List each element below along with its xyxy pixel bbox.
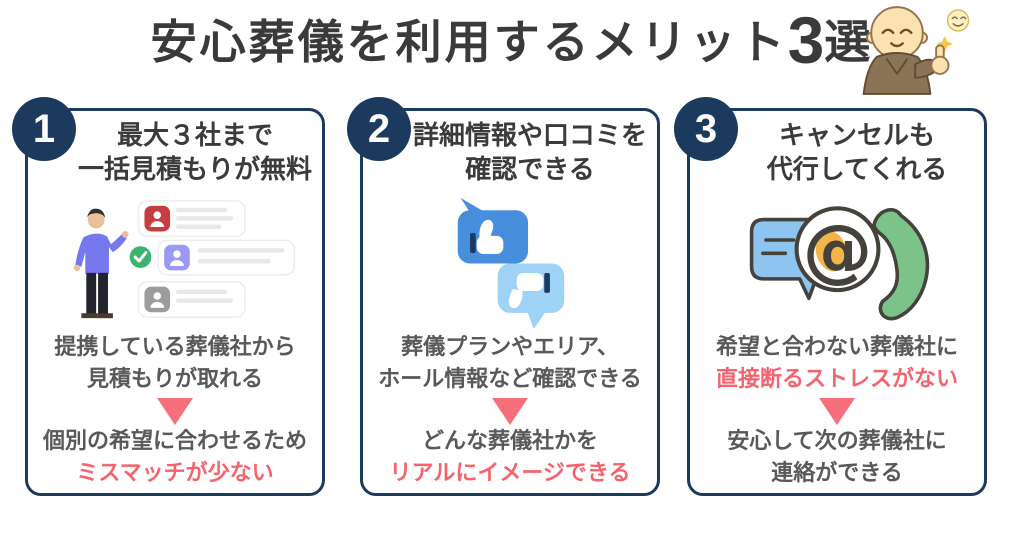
- card-description-bottom: 個別の希望に合わせるため ミスマッチが少ない: [28, 425, 322, 489]
- description-line: 見積もりが取れる: [86, 366, 263, 391]
- phone-handset-icon: [871, 207, 929, 320]
- thumbs-down-bubble-icon: [497, 262, 565, 329]
- smiley-face-icon: [946, 9, 970, 32]
- description-line: 提携している葬儀社から: [54, 334, 296, 359]
- card-description-top: 葬儀プランやエリア、 ホール情報など確認できる: [363, 331, 657, 395]
- card-description-top: 提携している葬儀社から 見積もりが取れる: [28, 331, 322, 395]
- description-line-highlight: ミスマッチが少ない: [76, 460, 274, 485]
- merit-card-3: 3 キャンセルも 代行してくれる @ 希望と合わない葬儀社に: [674, 97, 987, 496]
- card-heading: 最大３社まで 一括見積もりが無料: [74, 118, 316, 186]
- title-big-number: 3: [787, 3, 825, 77]
- person-figure: [73, 208, 129, 319]
- card-heading-line1: キャンセルも: [778, 120, 935, 150]
- sparkle-icon: [936, 35, 953, 53]
- card-heading-line1: 詳細情報や口コミを: [412, 120, 647, 150]
- description-line: どんな葬儀社かを: [421, 428, 598, 453]
- at-mark-icon: @: [794, 205, 880, 292]
- svg-text:@: @: [802, 209, 872, 290]
- card-number-badge: 3: [674, 97, 738, 161]
- monk-thumbs-up-mascot-icon: [856, 1, 980, 101]
- message-at-mark-phone-contact-icon: @: [690, 193, 984, 331]
- thumbs-up-bubble-icon: [457, 197, 529, 263]
- card-description-top: 希望と合わない葬儀社に 直接断るストレスがない: [690, 331, 984, 395]
- description-line: 安心して次の葬儀社に: [727, 428, 947, 453]
- card-description-bottom: 安心して次の葬儀社に 連絡ができる: [690, 425, 984, 489]
- thumbs-up-down-review-bubbles-icon: [363, 193, 657, 331]
- description-line: 連絡ができる: [771, 460, 903, 485]
- company-card-purple: [157, 239, 296, 276]
- down-arrow-icon: [819, 398, 855, 425]
- merit-card-2: 2 詳細情報や口コミを 確認できる: [347, 97, 660, 496]
- company-card-red: [137, 200, 246, 238]
- company-card-gray: [137, 280, 246, 318]
- down-arrow-icon: [492, 398, 528, 425]
- card-number-badge: 2: [347, 97, 411, 161]
- page-title: 安心葬儀を利用するメリット3選: [0, 4, 1024, 78]
- card-heading-line1: 最大３社まで: [116, 120, 273, 150]
- description-line: ホール情報など確認できる: [378, 366, 642, 391]
- card-number-badge: 1: [12, 97, 76, 161]
- card-heading-line2: 確認できる: [465, 154, 595, 184]
- card-heading: 詳細情報や口コミを 確認できる: [409, 118, 651, 186]
- down-arrow-icon: [157, 398, 193, 425]
- check-circle-icon: [129, 246, 152, 268]
- person-comparing-quotes-illustration: [28, 193, 322, 331]
- card-heading: キャンセルも 代行してくれる: [736, 118, 978, 186]
- card-heading-line2: 代行してくれる: [766, 154, 948, 184]
- description-line-highlight: リアルにイメージできる: [389, 460, 631, 485]
- description-line: 個別の希望に合わせるため: [42, 428, 307, 453]
- description-line-highlight: 直接断るストレスがない: [715, 366, 958, 391]
- card-description-bottom: どんな葬儀社かを リアルにイメージできる: [363, 425, 657, 489]
- merit-card-1: 1 最大３社まで 一括見積もりが無料: [12, 97, 325, 496]
- description-line: 希望と合わない葬儀社に: [715, 334, 958, 359]
- title-text-after: 選: [824, 16, 874, 68]
- card-heading-line2: 一括見積もりが無料: [77, 154, 312, 184]
- title-text-before: 安心葬儀を利用するメリット: [150, 16, 788, 68]
- description-line: 葬儀プランやエリア、: [401, 334, 619, 359]
- monk-figure: [862, 6, 950, 95]
